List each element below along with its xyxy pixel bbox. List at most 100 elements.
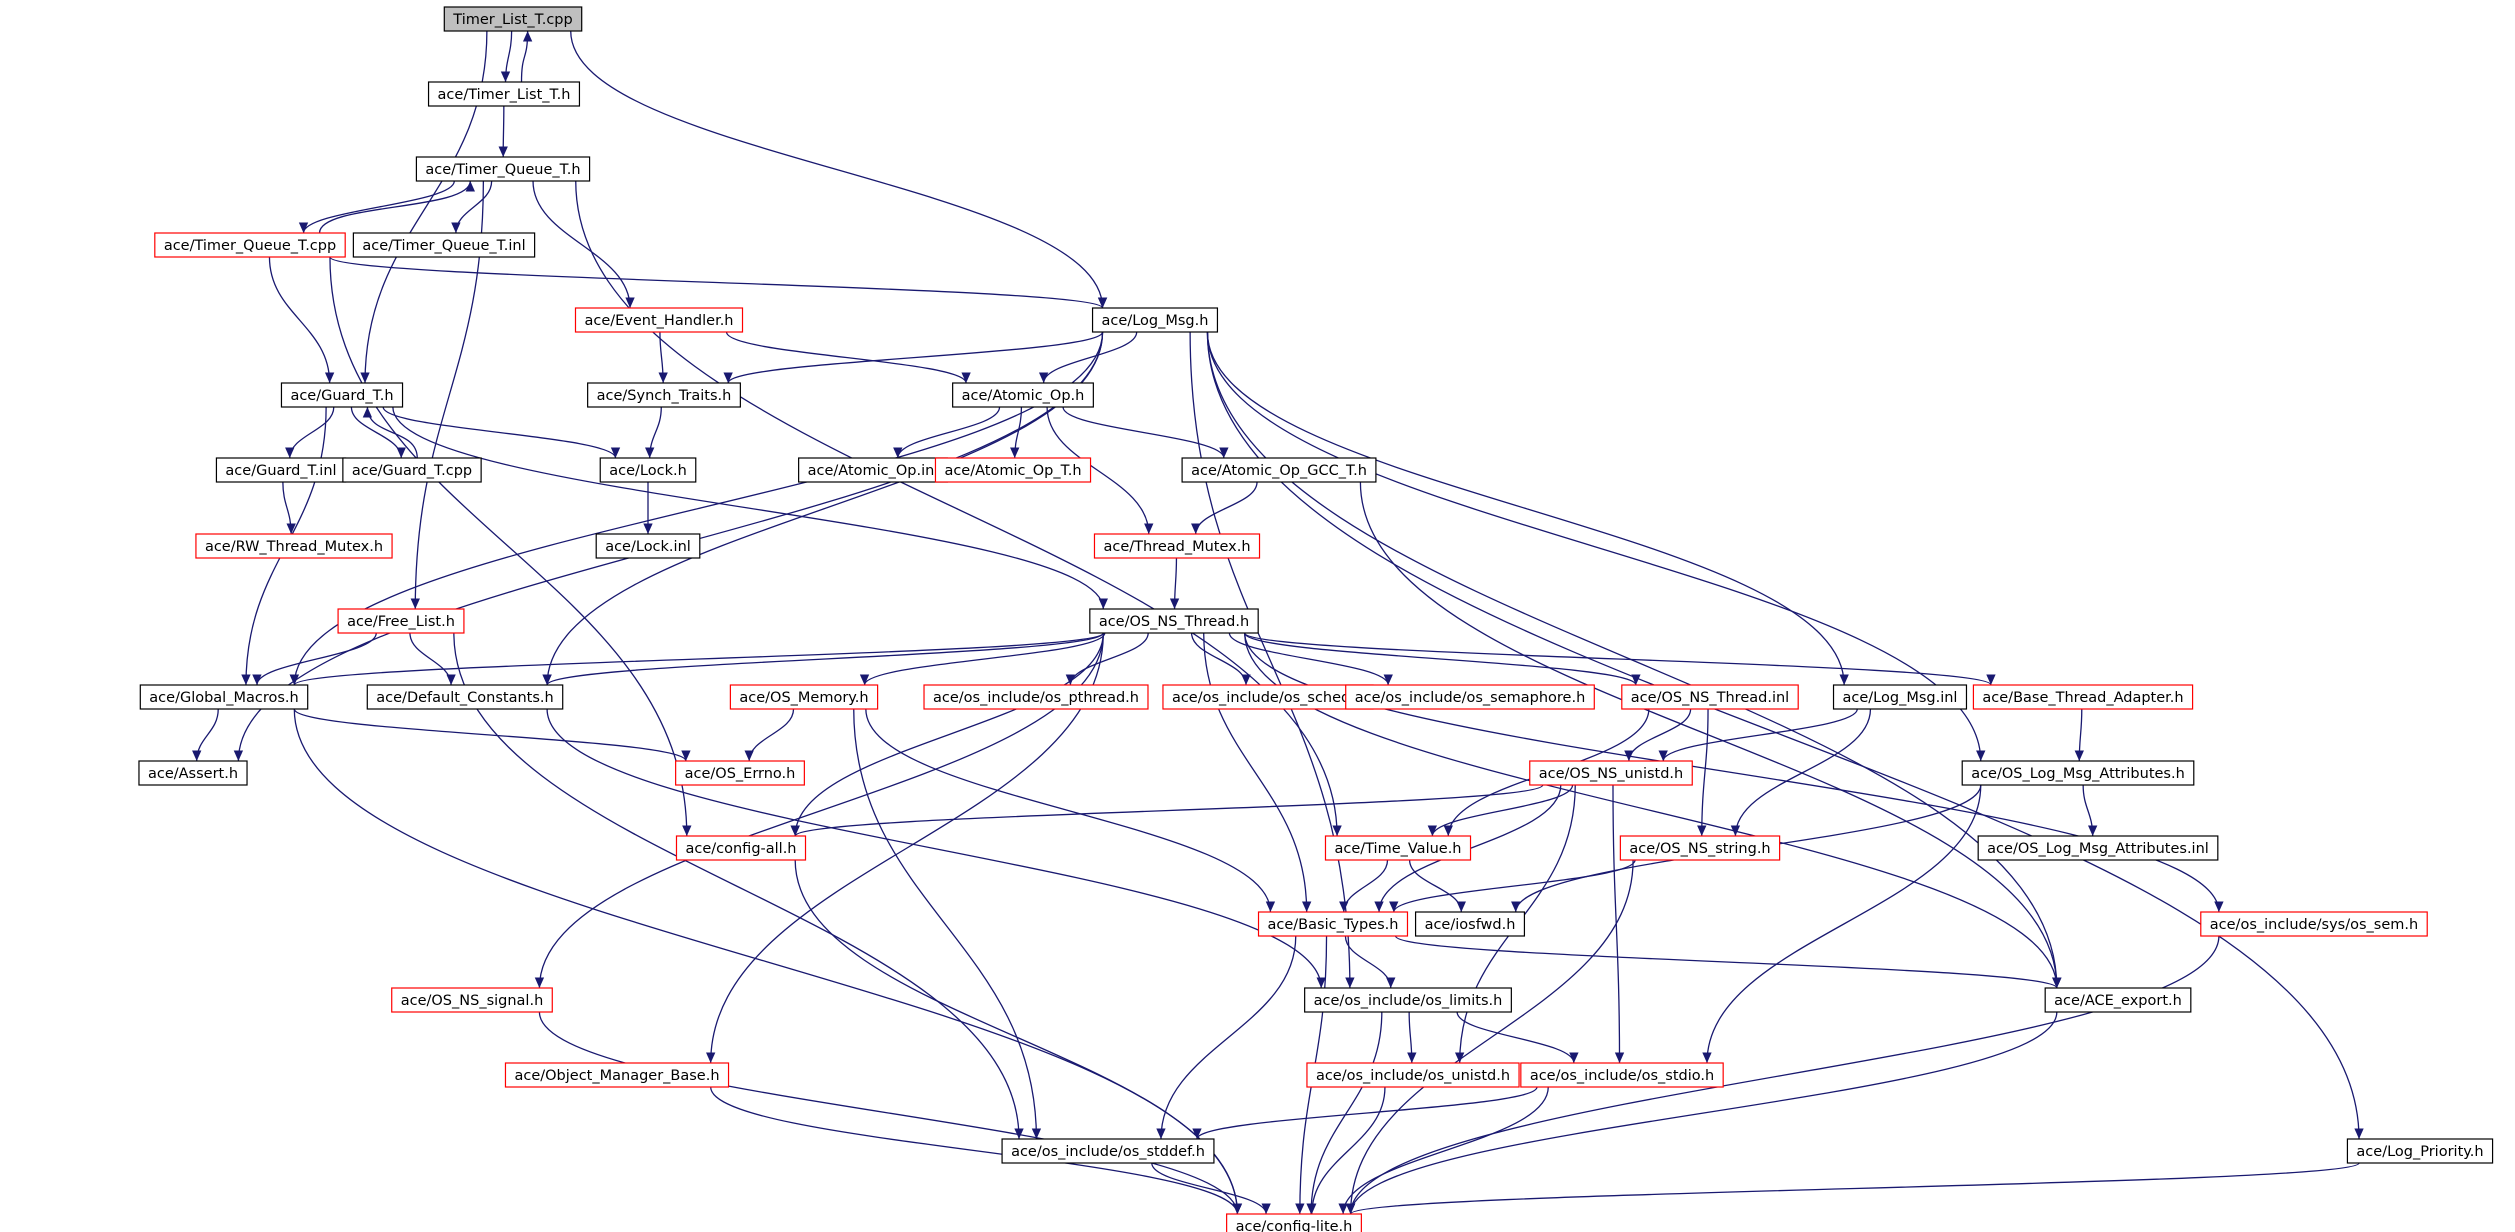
node-basic-types-h[interactable]: ace/Basic_Types.h (1257, 911, 1409, 937)
node-global-macros-h[interactable]: ace/Global_Macros.h (139, 684, 309, 710)
node-label: ace/Atomic_Op_T.h (944, 463, 1081, 479)
node-label: ace/Atomic_Op.inl (808, 463, 939, 479)
node-label: ace/Time_Value.h (1334, 841, 1461, 857)
node-thread-mutex-h[interactable]: ace/Thread_Mutex.h (1093, 533, 1261, 559)
node-os-limits-h[interactable]: ace/os_include/os_limits.h (1304, 987, 1512, 1013)
node-timer-list-t-h[interactable]: ace/Timer_List_T.h (427, 81, 581, 107)
edge-atomic-op-h-to-thread-mutex-h (1046, 406, 1154, 535)
node-base-thread-adapter-h[interactable]: ace/Base_Thread_Adapter.h (1972, 684, 2194, 710)
node-guard-t-inl[interactable]: ace/Guard_T.inl (215, 457, 347, 483)
node-timer-queue-t-inl[interactable]: ace/Timer_Queue_T.inl (352, 232, 536, 258)
node-synch-traits-h[interactable]: ace/Synch_Traits.h (587, 382, 741, 408)
edge-os-ns-thread-h-to-basic-types-h (1203, 632, 1312, 913)
node-box (1345, 684, 1595, 710)
node-label: ace/os_include/os_unistd.h (1316, 1068, 1510, 1084)
edge-base-thread-adapter-h-to-os-log-msg-attributes-h (2074, 708, 2084, 762)
node-box (366, 684, 564, 710)
node-ace-export-h[interactable]: ace/ACE_export.h (2044, 987, 2192, 1013)
node-os-ns-string-h[interactable]: ace/OS_NS_string.h (1619, 835, 1781, 861)
node-guard-t-cpp[interactable]: ace/Guard_T.cpp (342, 457, 482, 483)
node-os-log-msg-attributes-h[interactable]: ace/OS_Log_Msg_Attributes.h (1961, 760, 2195, 786)
node-timer-queue-t-cpp[interactable]: ace/Timer_Queue_T.cpp (154, 232, 346, 258)
edge-event-handler-h-to-atomic-op-h (725, 331, 971, 384)
node-label: ace/OS_NS_signal.h (401, 993, 544, 1009)
node-box (1529, 760, 1693, 786)
node-atomic-op-inl[interactable]: ace/Atomic_Op.inl (798, 457, 948, 483)
edge-guard-t-h-to-lock-h (382, 406, 621, 459)
file-nodes: Timer_List_T.cpp ace/Timer_List_T.h ace/Ti… (138, 6, 2494, 1232)
node-label: ace/Timer_Queue_T.cpp (164, 238, 336, 254)
edge-basic-types-h-to-os-limits-h (1344, 935, 1396, 989)
node-label: ace/ACE_export.h (2054, 993, 2182, 1009)
node-box (1304, 987, 1512, 1013)
node-default-constants-h[interactable]: ace/Default_Constants.h (366, 684, 564, 710)
node-box (1619, 835, 1781, 861)
node-box (574, 307, 744, 333)
node-atomic-op-t-h[interactable]: ace/Atomic_Op_T.h (934, 457, 1092, 483)
node-os-unistd-h[interactable]: ace/os_include/os_unistd.h (1306, 1062, 1520, 1088)
edge-os-limits-h-to-config-lite-h (1306, 1011, 1383, 1215)
node-os-ns-thread-inl[interactable]: ace/OS_NS_Thread.inl (1621, 684, 1799, 710)
node-label: ace/Assert.h (148, 766, 238, 782)
node-box (138, 760, 248, 786)
node-box (587, 382, 741, 408)
edge-os-ns-signal-h-to-config-lite-h (538, 1011, 1243, 1215)
node-os-ns-signal-h[interactable]: ace/OS_NS_signal.h (391, 987, 553, 1013)
edge-timer-queue-t-cpp-to-config-all-h (329, 256, 692, 837)
edge-log-msg-h-to-synch-traits-h (723, 331, 1104, 384)
node-log-msg-inl[interactable]: ace/Log_Msg.inl (1832, 684, 1968, 710)
node-rw-thread-mutex-h[interactable]: ace/RW_Thread_Mutex.h (195, 533, 393, 559)
node-label: ace/Atomic_Op.h (962, 388, 1085, 404)
edge-timer-queue-t-h-to-timer-queue-t-cpp (298, 180, 455, 234)
node-os-pthread-h[interactable]: ace/os_include/os_pthread.h (923, 684, 1149, 710)
node-guard-t-h[interactable]: ace/Guard_T.h (280, 382, 404, 408)
node-assert-h[interactable]: ace/Assert.h (138, 760, 248, 786)
node-os-stddef-h[interactable]: ace/os_include/os_stddef.h (1001, 1138, 1215, 1164)
node-atomic-op-h[interactable]: ace/Atomic_Op.h (952, 382, 1094, 408)
node-os-ns-thread-h[interactable]: ace/OS_NS_Thread.h (1089, 608, 1259, 634)
node-config-lite-h[interactable]: ace/config-lite.h (1226, 1213, 1362, 1232)
node-iosfwd-h[interactable]: ace/iosfwd.h (1414, 911, 1526, 937)
node-os-stdio-h[interactable]: ace/os_include/os_stdio.h (1520, 1062, 1724, 1088)
node-time-value-h[interactable]: ace/Time_Value.h (1324, 835, 1472, 861)
node-box (1257, 911, 1409, 937)
node-lock-h[interactable]: ace/Lock.h (599, 457, 697, 483)
node-atomic-op-gcc-t-h[interactable]: ace/Atomic_Op_GCC_T.h (1181, 457, 1377, 483)
node-label: ace/OS_Log_Msg_Attributes.h (1971, 766, 2185, 782)
edge-timer-queue-t-h-to-timer-queue-t-inl (451, 180, 493, 234)
node-label: ace/Guard_T.cpp (352, 463, 472, 479)
node-log-priority-h[interactable]: ace/Log_Priority.h (2346, 1138, 2494, 1164)
node-os-sys-sem-h[interactable]: ace/os_include/sys/os_sem.h (2200, 911, 2428, 937)
node-log-msg-h[interactable]: ace/Log_Msg.h (1091, 307, 1219, 333)
node-box (2044, 987, 2192, 1013)
edge-log-msg-inl-to-os-ns-unistd-h (1658, 708, 1858, 762)
node-os-ns-unistd-h[interactable]: ace/OS_NS_unistd.h (1529, 760, 1693, 786)
node-event-handler-h[interactable]: ace/Event_Handler.h (574, 307, 744, 333)
node-label: ace/OS_Errno.h (685, 766, 796, 782)
node-box (599, 457, 697, 483)
node-os-errno-h[interactable]: ace/OS_Errno.h (675, 760, 805, 786)
node-box (154, 232, 346, 258)
node-os-semaphore-h[interactable]: ace/os_include/os_semaphore.h (1345, 684, 1595, 710)
node-box (1961, 760, 2195, 786)
node-os-sched-h[interactable]: ace/os_include/os_sched.h (1162, 684, 1374, 710)
node-label: ace/os_include/os_stddef.h (1011, 1144, 1205, 1160)
dependency-edges (192, 30, 2364, 1215)
node-label: ace/Log_Msg.inl (1843, 690, 1958, 706)
node-timer-queue-t-h[interactable]: ace/Timer_Queue_T.h (415, 156, 591, 182)
node-lock-inl[interactable]: ace/Lock.inl (595, 533, 701, 559)
node-label: ace/Lock.h (609, 463, 687, 479)
node-free-list-h[interactable]: ace/Free_List.h (337, 608, 465, 634)
edge-basic-types-h-to-os-stddef-h (1156, 935, 1297, 1140)
edge-guard-t-h-to-os-ns-thread-h (392, 406, 1108, 610)
node-timer-list-t-cpp[interactable]: Timer_List_T.cpp (443, 6, 583, 32)
node-os-memory-h[interactable]: ace/OS_Memory.h (729, 684, 879, 710)
node-box (1181, 457, 1377, 483)
node-os-log-msg-attributes-inl[interactable]: ace/OS_Log_Msg_Attributes.inl (1977, 835, 2219, 861)
edge-time-value-h-to-iosfwd-h (1408, 859, 1466, 913)
edge-os-limits-h-to-os-unistd-h (1407, 1011, 1417, 1064)
node-config-all-h[interactable]: ace/config-all.h (675, 835, 807, 861)
node-label: ace/Timer_Queue_T.h (425, 162, 580, 178)
node-object-manager-base-h[interactable]: ace/Object_Manager_Base.h (504, 1062, 730, 1088)
edge-os-ns-thread-h-to-global-macros-h (289, 632, 1104, 686)
